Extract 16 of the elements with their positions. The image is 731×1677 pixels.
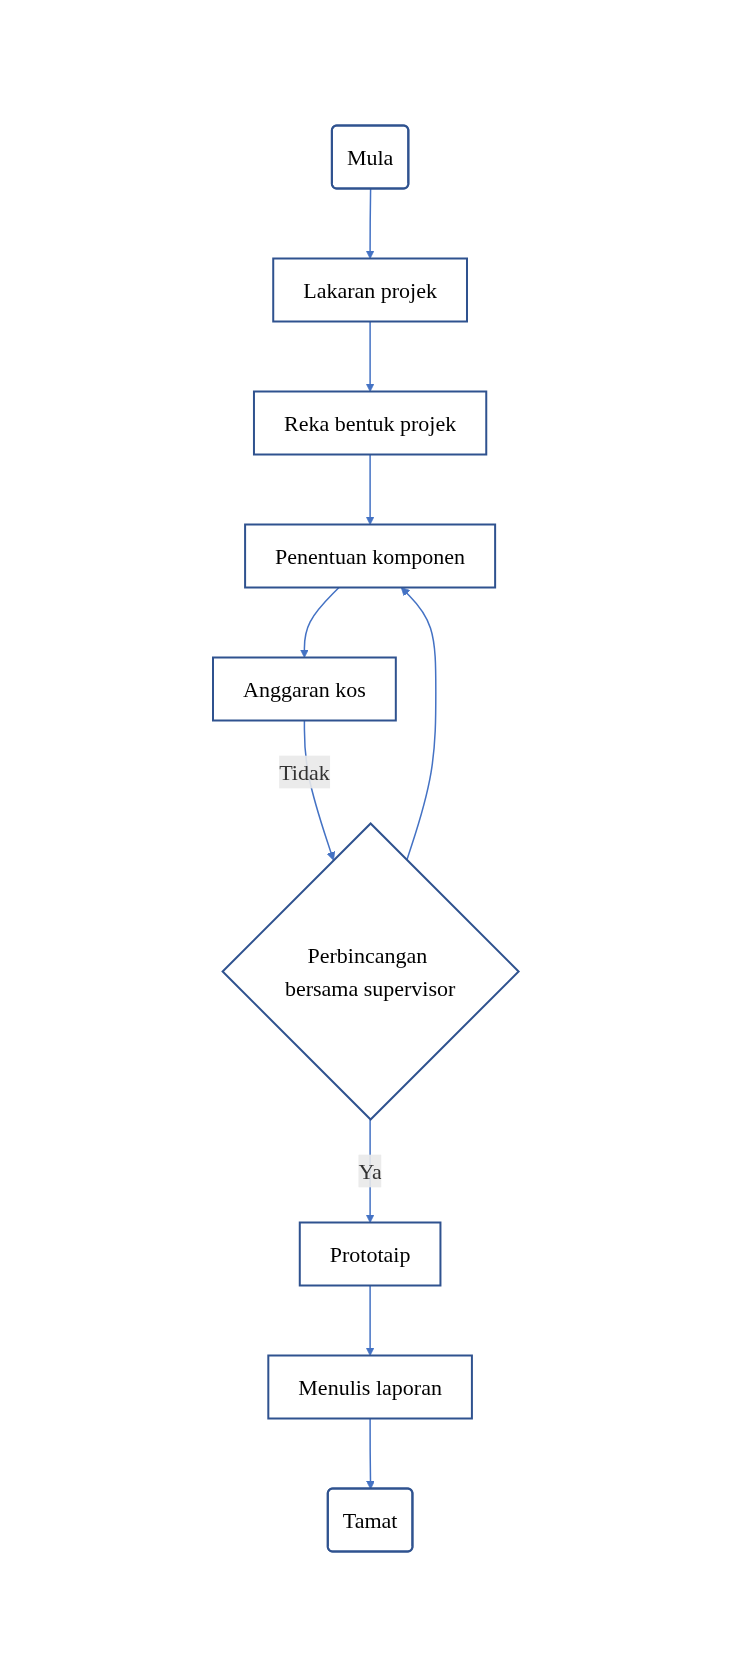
arrow — [365, 1417, 375, 1490]
arrow — [299, 586, 340, 658]
arrow — [400, 587, 437, 861]
node-box: Menulis laporan — [267, 1354, 473, 1420]
node-box: Anggaran kos — [211, 656, 397, 722]
arrow — [365, 1284, 375, 1356]
arrow — [365, 320, 375, 392]
node-box: Lakaran projek — [271, 257, 468, 323]
node-box: Prototaip — [298, 1221, 442, 1287]
arrow — [365, 453, 375, 525]
node-diamond: Perbincangan bersama supervisor — [220, 822, 520, 1121]
edge-label: Tidak — [278, 759, 330, 785]
arrow — [365, 188, 375, 259]
edge-label: Ya — [358, 1158, 382, 1184]
node-box: Penentuan komponen — [243, 523, 496, 589]
node-box: Reka bentuk projek — [252, 390, 487, 456]
